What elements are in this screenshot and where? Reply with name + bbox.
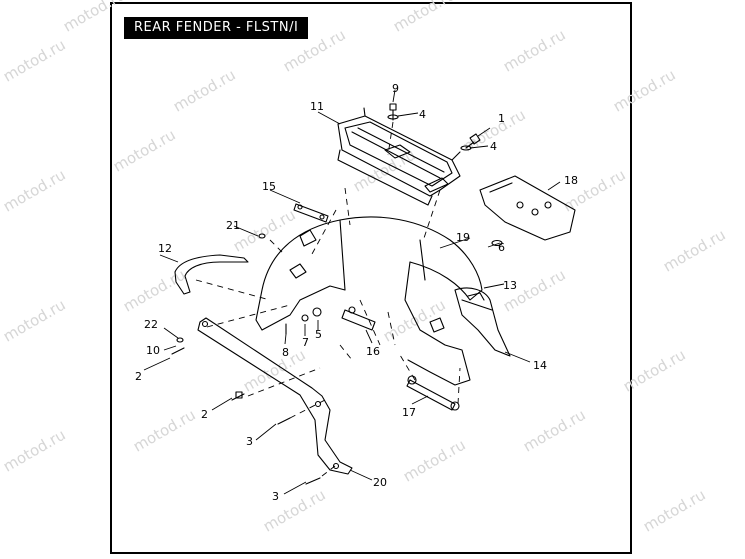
- callout-5: 5: [315, 328, 322, 341]
- callout-labels: 1 2 2 3 3 4 4 5 6 7 8 9 10 11 12 13 14 1…: [135, 82, 578, 503]
- callout-18: 18: [564, 174, 578, 187]
- callout-6: 6: [498, 241, 505, 254]
- callout-19: 19: [456, 231, 470, 244]
- support-handle-12: [174, 254, 249, 295]
- diagram-frame: [110, 2, 632, 554]
- callout-4: 4: [490, 140, 497, 153]
- callout-10: 10: [146, 344, 160, 357]
- callout-11: 11: [310, 100, 324, 113]
- callout-4: 4: [419, 108, 426, 121]
- luggage-rack: [337, 107, 461, 206]
- diagram-title: REAR FENDER - FLSTN/I: [124, 17, 309, 39]
- callout-12: 12: [158, 242, 172, 255]
- callout-17: 17: [402, 406, 416, 419]
- callout-15: 15: [262, 180, 276, 193]
- rear-fender: [255, 216, 483, 386]
- callout-2: 2: [201, 408, 208, 421]
- callout-13: 13: [503, 279, 517, 292]
- callout-9: 9: [392, 82, 399, 95]
- callout-8: 8: [282, 346, 289, 359]
- callout-14: 14: [533, 359, 547, 372]
- gasket-18: [479, 175, 576, 241]
- callout-2: 2: [135, 370, 142, 383]
- fasteners: [171, 233, 503, 485]
- callout-22: 22: [144, 318, 158, 331]
- bracket-17: [406, 375, 460, 411]
- bracket-16: [341, 306, 376, 331]
- fender-strut-20: [197, 317, 353, 475]
- bolt-9: [387, 103, 399, 121]
- bracket-15: [293, 203, 329, 223]
- callout-1: 1: [498, 112, 505, 125]
- callout-21: 21: [226, 219, 240, 232]
- callout-3: 3: [272, 490, 279, 503]
- callout-20: 20: [373, 476, 387, 489]
- callout-3: 3: [246, 435, 253, 448]
- callout-7: 7: [302, 336, 309, 349]
- callout-16: 16: [366, 345, 380, 358]
- bolt-1: [460, 133, 481, 151]
- tail-section: [454, 287, 511, 357]
